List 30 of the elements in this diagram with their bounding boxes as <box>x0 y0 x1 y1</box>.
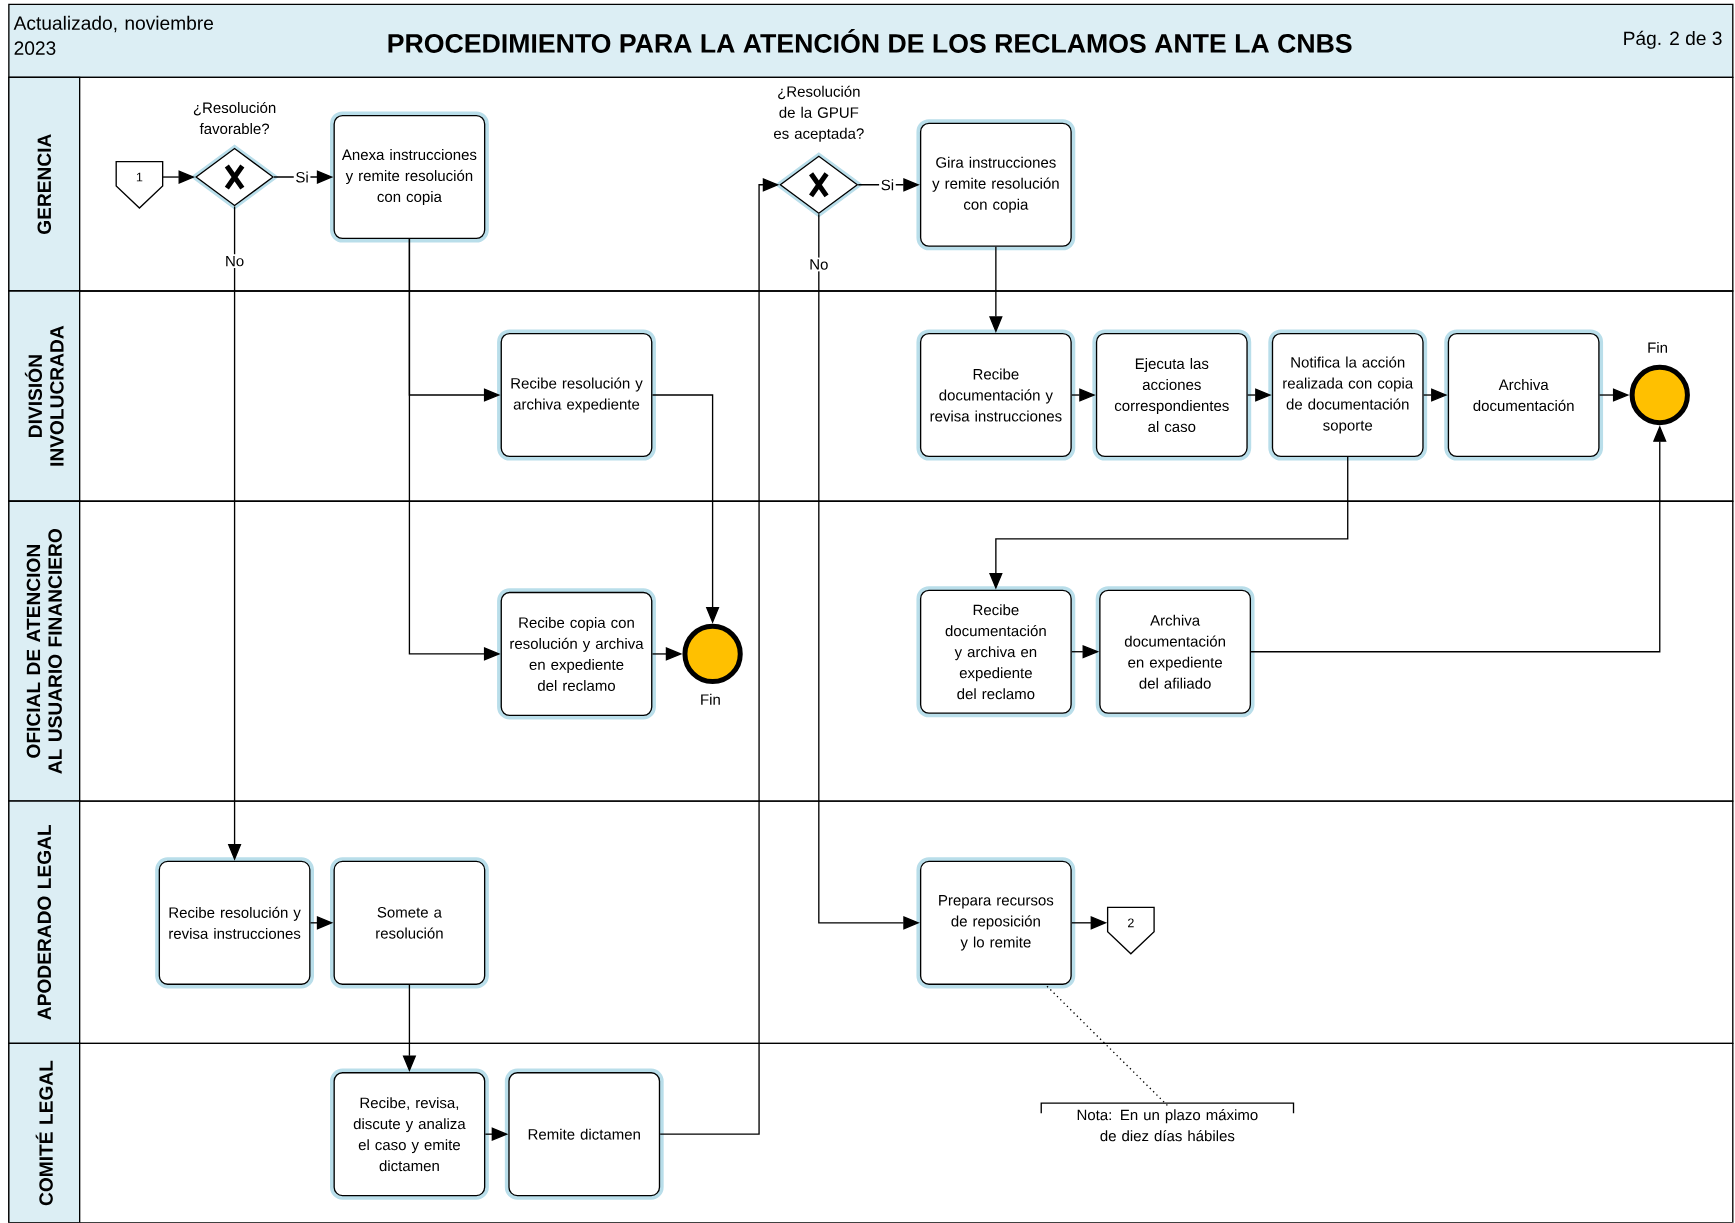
page-title: PROCEDIMIENTO PARA LA ATENCIÓN DE LOS RECLAMOS ANTE LA CNBS <box>388 29 1352 54</box>
task-box: Prepara recursos de reposición y lo remite <box>916 857 1076 989</box>
task-box: Somete a resolución <box>330 857 489 989</box>
question-text: ¿Resolución de la GPUF es aceptada? <box>774 85 864 142</box>
annotation-line <box>1045 984 1169 1107</box>
edge-label: Si <box>879 177 896 193</box>
task-box: Gira instrucciones y remite resolución con copia <box>916 119 1076 251</box>
task-box: Recibe documentación y archiva en expediente del reclamo <box>916 586 1076 718</box>
end-label: Fin <box>1648 342 1667 354</box>
task-box: Recibe resolución y revisa instrucciones <box>155 857 314 989</box>
annotation-note: Nota: En un plazo máximo de diez días hábiles <box>1040 1102 1295 1142</box>
task-box: Anexa instrucciones y remite resolución con copia <box>330 111 489 243</box>
update-date: Actualizado, noviembre 2023 <box>13 16 213 56</box>
task-box: Archiva documentación en expediente del afiliado <box>1095 586 1255 718</box>
task-box: Recibe, revisa, discute y analiza el caso y emite dictamen <box>330 1068 489 1200</box>
question-text: ¿Resolución favorable? <box>193 102 276 135</box>
page-number: Pág. 2 de 3 <box>1624 30 1722 50</box>
end-label: Fin <box>701 694 720 705</box>
task-box: Recibe resolución y archiva expediente <box>497 329 656 461</box>
task-box: Remite dictamen <box>504 1068 664 1200</box>
edge-label: Si <box>293 170 311 185</box>
off-page-connector: 1 <box>115 161 164 210</box>
task-box: Recibe copia con resolución y archiva en expediente del reclamo <box>497 588 656 720</box>
task-box: Recibe documentación y revisa instrucciones <box>916 329 1076 461</box>
edge-label: No <box>223 254 246 269</box>
task-box: Ejecuta las acciones correspondientes al caso <box>1092 329 1252 461</box>
task-box: Archiva documentación <box>1444 329 1604 461</box>
task-box: Notifica la acción realizada con copia de documentación soporte <box>1268 329 1428 461</box>
off-page-connector: 2 <box>1106 906 1155 955</box>
edge-label: No <box>807 257 831 272</box>
